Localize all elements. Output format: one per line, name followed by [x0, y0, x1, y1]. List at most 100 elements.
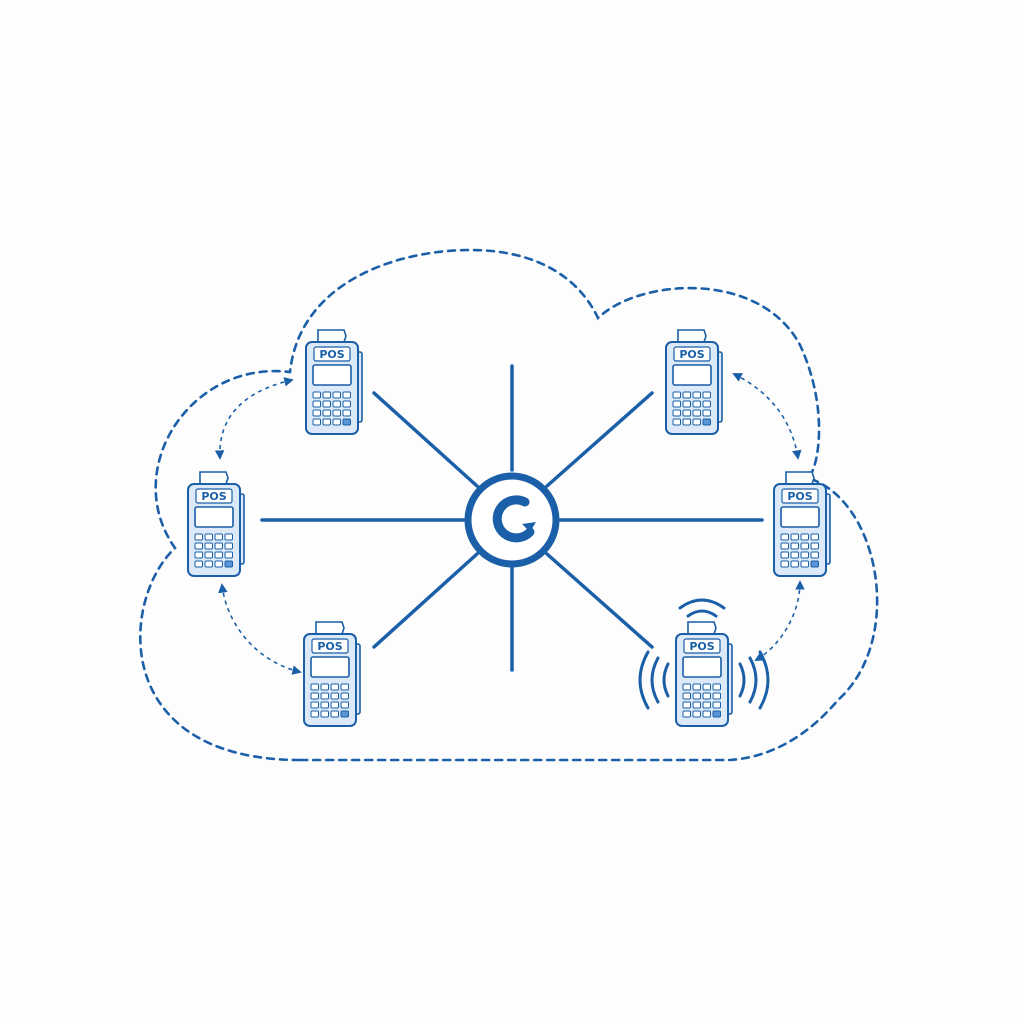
terminal-label: POS [787, 490, 812, 503]
terminal-label-plate [195, 488, 233, 504]
terminal-label-plate [683, 638, 721, 654]
terminal-key [312, 409, 321, 417]
terminal-key [342, 418, 351, 426]
terminal-key [800, 560, 809, 568]
terminal-key [194, 533, 203, 541]
terminal-key [780, 533, 789, 541]
terminal-key [692, 701, 701, 709]
terminal-key [790, 533, 799, 541]
terminal-key [194, 542, 203, 550]
terminal-label-plate [781, 488, 819, 504]
terminal-key [204, 551, 213, 559]
spoke-down-left [372, 552, 479, 649]
terminal-key [702, 683, 711, 691]
terminal-key [702, 692, 711, 700]
terminal-screen [672, 364, 712, 386]
terminal-key [310, 701, 319, 709]
terminal-keypad [780, 533, 819, 568]
terminal-key [682, 692, 691, 700]
terminal-key [340, 692, 349, 700]
wave-right-outer [758, 650, 770, 710]
terminal-key [810, 533, 819, 541]
terminal-key [682, 400, 691, 408]
cloud-outline [139, 248, 879, 762]
terminal-key [332, 391, 341, 399]
terminal-key [322, 409, 331, 417]
terminal-key [712, 701, 721, 709]
terminal-key [332, 418, 341, 426]
terminal-key [332, 400, 341, 408]
terminal-key [712, 710, 721, 718]
pos-terminal-mid-left: POS [187, 471, 245, 577]
terminal-key [810, 551, 819, 559]
terminal-key [322, 391, 331, 399]
terminal-key [692, 418, 701, 426]
terminal-key [214, 533, 223, 541]
terminal-key [682, 409, 691, 417]
connector-left-lower [218, 583, 302, 675]
terminal-key [342, 391, 351, 399]
terminal-key [672, 409, 681, 417]
pos-terminal-bottom-right: POS [638, 598, 770, 727]
terminal-key [310, 692, 319, 700]
wave-left-outer [638, 650, 650, 710]
wave-right-inner [738, 662, 746, 698]
terminal-keypad [310, 683, 349, 718]
sync-hub-icon [464, 472, 560, 568]
terminal-keypad [312, 391, 351, 426]
terminal-keypad [682, 683, 721, 718]
terminal-key [692, 710, 701, 718]
terminal-label-plate [311, 638, 349, 654]
terminal-key [330, 710, 339, 718]
terminal-key [702, 418, 711, 426]
terminal-key [322, 400, 331, 408]
terminal-label: POS [689, 640, 714, 653]
terminal-key [800, 542, 809, 550]
terminal-key [204, 533, 213, 541]
terminal-label-plate [313, 346, 351, 362]
terminal-key [810, 560, 819, 568]
terminal-key [790, 542, 799, 550]
terminal-connectors [214, 373, 805, 675]
terminal-key [214, 560, 223, 568]
terminal-key [224, 533, 233, 541]
terminal-key [312, 418, 321, 426]
terminal-key [320, 692, 329, 700]
terminal-key [682, 418, 691, 426]
terminal-key [312, 400, 321, 408]
terminal-key [672, 418, 681, 426]
terminal-key [204, 560, 213, 568]
spoke-up-left [372, 391, 479, 488]
terminal-key [342, 400, 351, 408]
terminal-key [810, 542, 819, 550]
pos-terminal-top-left: POS [305, 329, 363, 435]
terminal-key [692, 391, 701, 399]
terminal-key [332, 409, 341, 417]
terminal-key [340, 710, 349, 718]
terminal-key [790, 560, 799, 568]
terminal-key [702, 701, 711, 709]
wave-top-inner [686, 609, 718, 618]
terminal-key [320, 701, 329, 709]
terminal-key [800, 533, 809, 541]
terminal-key [224, 542, 233, 550]
pos-terminal-top-right: POS [665, 329, 723, 435]
terminal-key [330, 701, 339, 709]
terminal-key [340, 701, 349, 709]
terminal-key [330, 683, 339, 691]
terminal-key [310, 710, 319, 718]
wave-right-middle [748, 656, 758, 704]
terminal-key [194, 551, 203, 559]
terminal-key [780, 551, 789, 559]
spoke-down-right [545, 552, 654, 649]
terminal-key [682, 710, 691, 718]
terminal-key [780, 560, 789, 568]
terminal-key [214, 542, 223, 550]
terminal-key [702, 409, 711, 417]
wave-top-outer [678, 598, 726, 610]
pos-terminal-bottom-left: POS [303, 621, 361, 727]
terminal-key [224, 551, 233, 559]
terminal-key [692, 692, 701, 700]
terminal-screen [682, 656, 722, 678]
